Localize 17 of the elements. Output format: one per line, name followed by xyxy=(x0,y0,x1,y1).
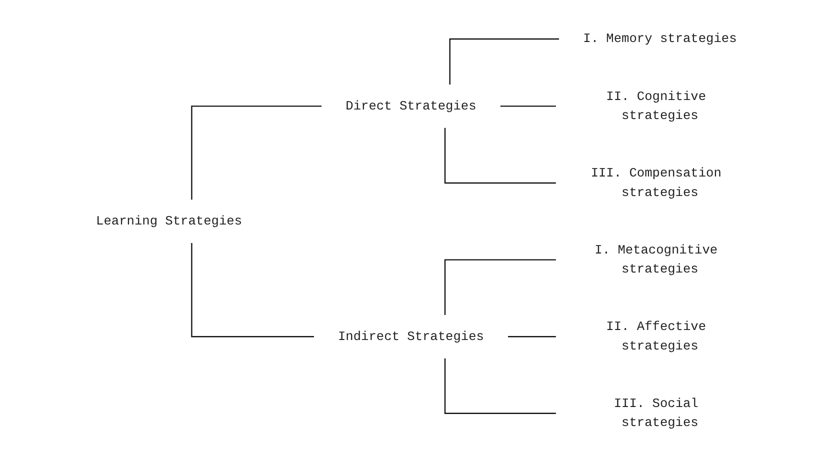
connector xyxy=(507,336,556,338)
node-text: II. Affective strategies xyxy=(606,320,706,354)
node-text: I. Memory strategies xyxy=(583,32,737,46)
node-text: Direct Strategies xyxy=(346,99,476,114)
connector xyxy=(444,259,556,315)
node-text: Indirect Strategies xyxy=(338,329,484,344)
node-text: I. Metacognitive strategies xyxy=(594,243,718,277)
node-text: Learning Strategies xyxy=(96,214,242,229)
node-text: III. Social strategies xyxy=(614,396,698,430)
connector xyxy=(191,106,322,200)
node-text: III. Compensation strategies xyxy=(590,166,722,200)
connector xyxy=(444,358,556,414)
connector xyxy=(444,128,556,184)
node-text: II. Cognitive strategies xyxy=(606,89,706,123)
connector xyxy=(449,38,560,85)
connector xyxy=(191,243,314,338)
connector xyxy=(500,106,556,107)
